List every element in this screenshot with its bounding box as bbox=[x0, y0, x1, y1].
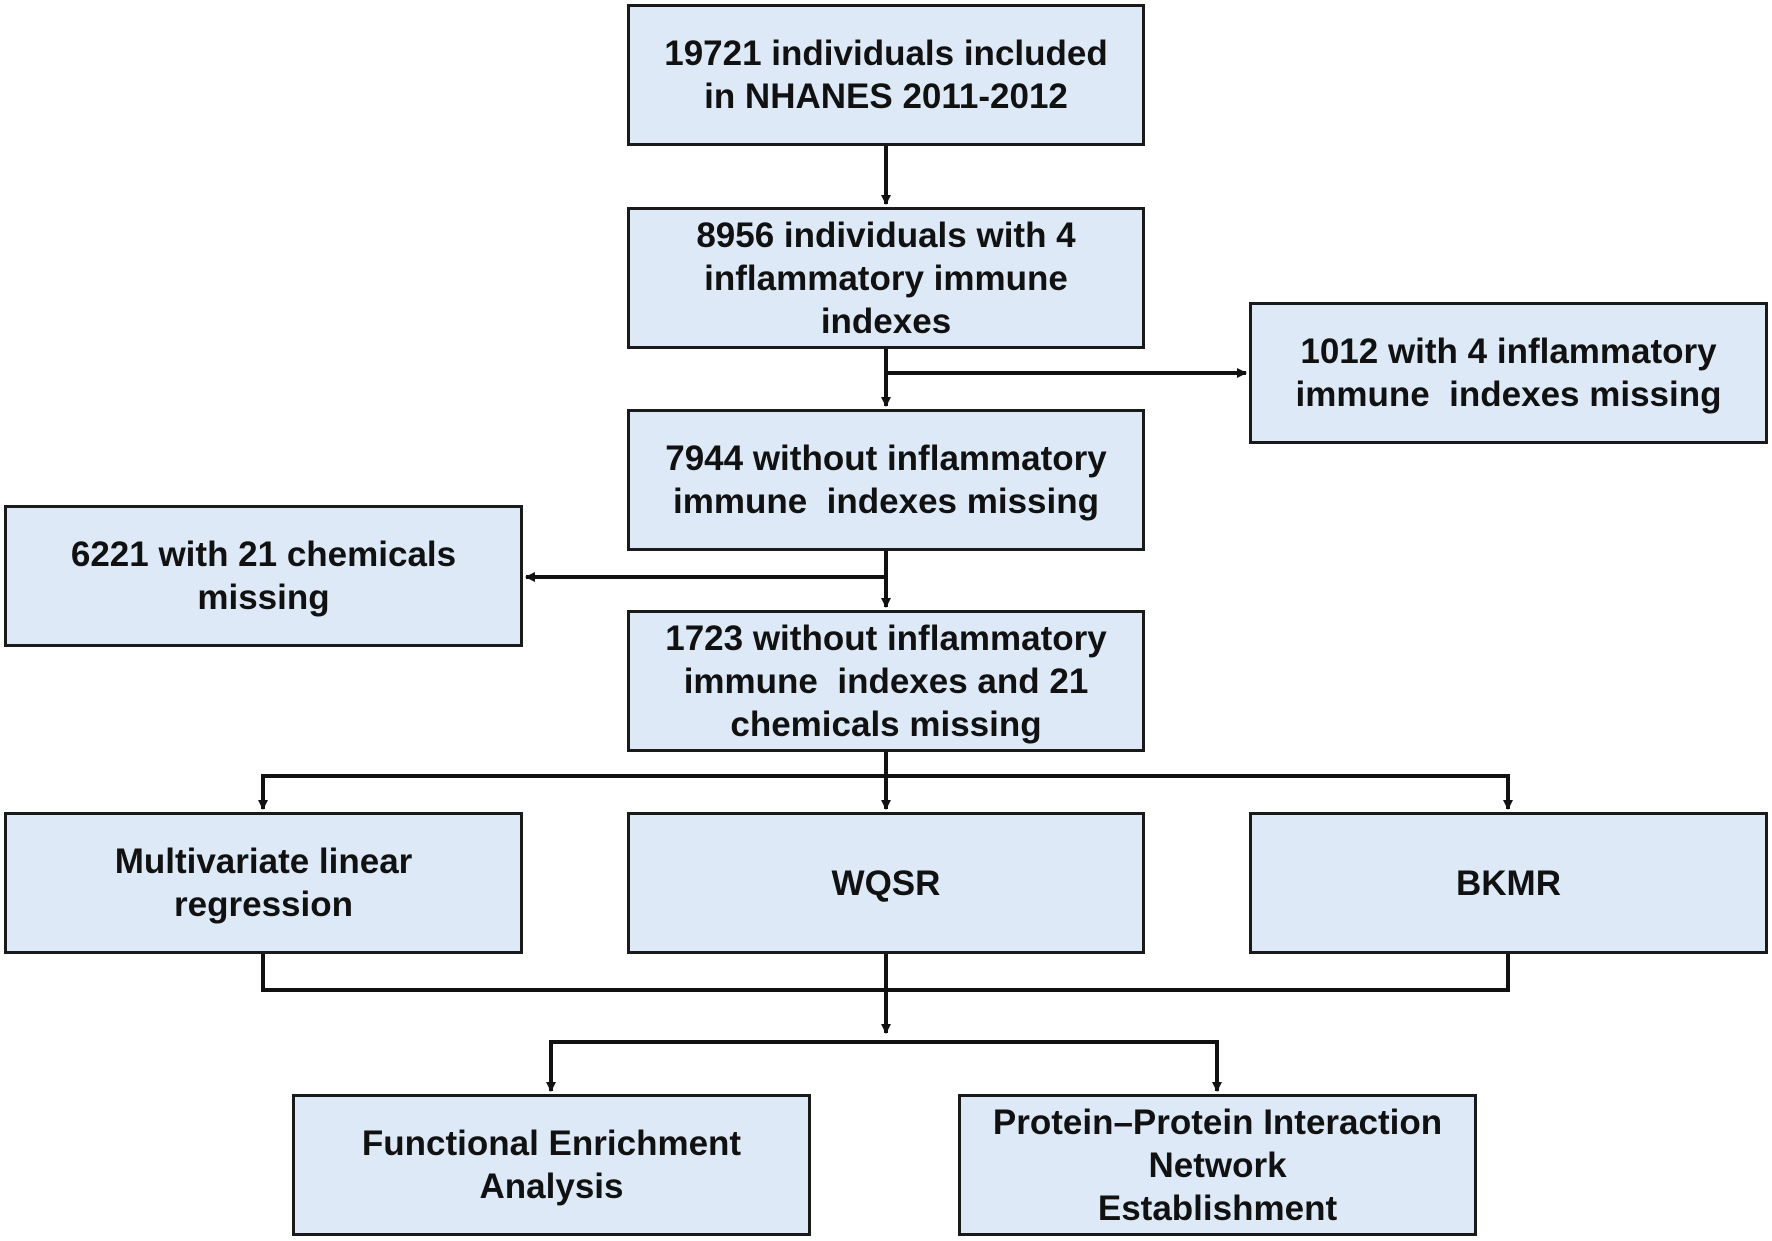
box-text-line: Analysis bbox=[479, 1167, 624, 1206]
box-text-line: 6221 with 21 chemicals bbox=[70, 535, 457, 574]
box-text-line: 1723 without inflammatory bbox=[665, 618, 1107, 658]
box-chemicals-missing-excluded: 6221 with 21 chemicals missing bbox=[4, 505, 523, 647]
box-text-line: Protein–Protein Interaction bbox=[992, 1102, 1443, 1142]
box-text-line: inflammatory immune bbox=[704, 258, 1068, 298]
box-text-line: in NHANES 2011-2012 bbox=[704, 77, 1068, 116]
box-bkmr: BKMR bbox=[1249, 812, 1768, 954]
box-wqsr: WQSR bbox=[627, 812, 1145, 954]
box-text-line: Multivariate linear bbox=[114, 842, 413, 881]
box-indexes-missing-excluded: 1012 with 4 inflammatory immune indexes m… bbox=[1249, 302, 1768, 444]
box-text-line: chemicals missing bbox=[730, 704, 1042, 744]
box-text-line: 7944 without inflammatory bbox=[665, 439, 1107, 478]
box-text-line: Establishment bbox=[1097, 1188, 1338, 1228]
box-nhanes-included: 19721 individuals included in NHANES 2011… bbox=[627, 4, 1145, 146]
box-text-line: regression bbox=[174, 885, 353, 924]
box-text-line: 8956 individuals with 4 bbox=[696, 215, 1076, 255]
box-text-line: 1012 with 4 inflammatory bbox=[1300, 332, 1717, 371]
box-text-line: indexes bbox=[820, 301, 952, 341]
box-text-line: immune indexes missing bbox=[673, 482, 1099, 521]
box-text-line: immune indexes missing bbox=[1295, 375, 1722, 414]
box-text-line: BKMR bbox=[1456, 863, 1561, 903]
box-text-line: Functional Enrichment bbox=[361, 1124, 742, 1163]
box-text-line: missing bbox=[197, 578, 330, 617]
box-text-line: immune indexes and 21 bbox=[683, 661, 1089, 701]
box-text-line: WQSR bbox=[831, 863, 941, 903]
box-text-line: Network bbox=[1148, 1145, 1287, 1185]
box-text-line: 19721 individuals included bbox=[664, 34, 1108, 73]
split-line bbox=[549, 1040, 1219, 1091]
arrow-to-b7 bbox=[258, 774, 886, 810]
arrow-to-b9 bbox=[886, 774, 1513, 810]
box-without-indexes-missing: 7944 without inflammatory immune indexes … bbox=[627, 409, 1145, 551]
box-multivariate-linear-regression: Multivariate linear regression bbox=[4, 812, 523, 954]
